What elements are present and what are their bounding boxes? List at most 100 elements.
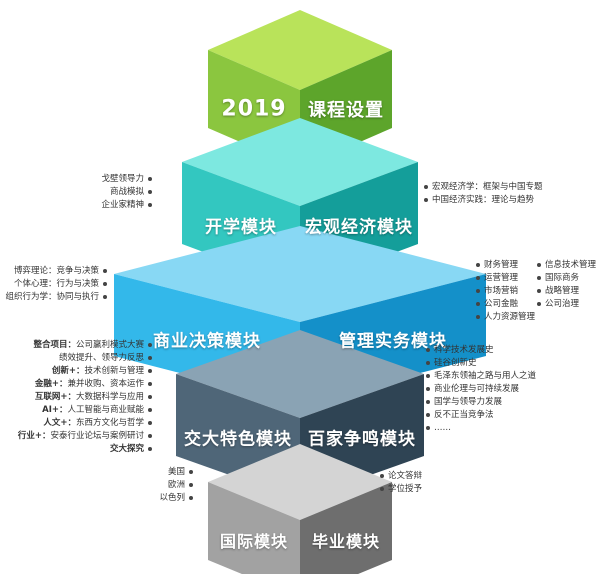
list-item-text: 硅谷创新史 [434, 358, 477, 368]
list-item: 绩效提升、领导力反思 [18, 352, 152, 365]
list-item-text: 兼并收购、资本运作 [67, 379, 144, 389]
list-item: 毛泽东领袖之路与用人之道 [426, 370, 536, 383]
tier4-left-list: 整合项目：公司赢利模式大赛绩效提升、领导力反思创新+：技术创新与管理金融+：兼并… [18, 339, 152, 456]
list-item: 论文答辩 [380, 470, 422, 483]
list-item: 国际商务 [537, 272, 596, 285]
tier-3-right-label: 管理实务模块 [339, 331, 447, 352]
tier3-left-list: 博弈理论：竞争与决策个体心理：行为与决策组织行为学：协同与执行 [5, 265, 107, 304]
list-item-text: 市场营销 [484, 286, 519, 296]
list-item-text: 以色列 [159, 493, 185, 503]
list-item-prefix: 人文+： [43, 418, 76, 428]
list-item-prefix: 整合项目： [33, 340, 76, 350]
list-item-text: 技术创新与管理 [84, 366, 144, 376]
tier-4-right-label: 百家争鸣模块 [308, 429, 416, 450]
tier-5-right-label: 毕业模块 [311, 532, 381, 551]
list-item-text: 个体心理：行为与决策 [13, 279, 99, 289]
list-item-text: 美国 [167, 467, 185, 477]
tier5-left-list: 美国欧洲以色列 [159, 466, 193, 505]
list-item: 信息技术管理 [537, 259, 596, 272]
tier3-right-list-b: 信息技术管理国际商务战略管理公司治理 [537, 259, 596, 311]
tier5-right-list: 论文答辩学位授予 [380, 470, 422, 496]
list-item: 企业家精神 [101, 199, 152, 212]
list-item: 行业+：安泰行业论坛与案例研讨 [18, 430, 152, 443]
list-item: 国学与领导力发展 [426, 396, 536, 409]
tier-4-left-label: 交大特色模块 [184, 429, 292, 450]
list-item-text: 博弈理论：竞争与决策 [13, 266, 99, 276]
list-item-text: 绩效提升、领导力反思 [58, 353, 144, 363]
list-item-text: 组织行为学：协同与执行 [5, 292, 99, 302]
list-item: 组织行为学：协同与执行 [5, 291, 107, 304]
list-item: 商战模拟 [101, 186, 152, 199]
list-item: …… [426, 422, 536, 435]
list-item: 商业伦理与可持续发展 [426, 383, 536, 396]
list-item-text: 财务管理 [484, 260, 519, 270]
tier-5-right-face [300, 482, 392, 574]
tier-2-right-label: 宏观经济模块 [305, 217, 413, 238]
list-item: AI+：人工智能与商业赋能 [18, 404, 152, 417]
list-item-text: 论文答辩 [388, 471, 423, 481]
list-item: 人力资源管理 [476, 311, 535, 324]
list-item-text: 宏观经济学：框架与中国专题 [432, 182, 543, 192]
list-item-text: 人力资源管理 [484, 312, 536, 322]
list-item: 人文+：东西方文化与哲学 [18, 417, 152, 430]
list-item-text: 大数据科学与应用 [75, 392, 144, 402]
list-item-text: 科学技术发展史 [434, 345, 494, 355]
tier2-right-list: 宏观经济学：框架与中国专题中国经济实践：理论与趋势 [424, 181, 543, 207]
list-item-text: 安泰行业论坛与案例研讨 [50, 431, 144, 441]
list-item-prefix: 金融+： [34, 379, 68, 389]
list-item: 科学技术发展史 [426, 344, 536, 357]
list-item: 战略管理 [537, 285, 596, 298]
list-item: 公司治理 [537, 298, 596, 311]
list-item-text: 学位授予 [388, 484, 423, 494]
list-item-text: 运营管理 [484, 273, 519, 283]
list-item: 交大探究 [18, 443, 152, 456]
list-item-text: 东西方文化与哲学 [75, 418, 144, 428]
list-item-text: 欧洲 [167, 480, 185, 490]
list-item: 中国经济实践：理论与趋势 [424, 194, 543, 207]
list-item: 反不正当竞争法 [426, 409, 536, 422]
list-item-text: 戈壁领导力 [101, 174, 144, 184]
tier-2-left-label: 开学模块 [205, 217, 277, 238]
list-item: 学位授予 [380, 483, 422, 496]
list-item-text: 商业伦理与可持续发展 [434, 384, 520, 394]
tier3-right-list-a: 财务管理运营管理市场营销公司金融人力资源管理 [476, 259, 535, 324]
list-item: 欧洲 [159, 479, 193, 492]
list-item: 硅谷创新史 [426, 357, 536, 370]
list-item: 个体心理：行为与决策 [5, 278, 107, 291]
list-item-text: 信息技术管理 [545, 260, 597, 270]
list-item: 运营管理 [476, 272, 535, 285]
list-item-text: 中国经济实践：理论与趋势 [432, 195, 535, 205]
list-item: 创新+：技术创新与管理 [18, 365, 152, 378]
list-item: 博弈理论：竞争与决策 [5, 265, 107, 278]
tier-1-right-label: 课程设置 [308, 100, 384, 121]
list-item-text: 人工智能与商业赋能 [67, 405, 144, 415]
list-item: 整合项目：公司赢利模式大赛 [18, 339, 152, 352]
tier-1-left-label: 2019 [221, 96, 287, 122]
list-item-text: …… [434, 423, 451, 433]
list-item-text: 反不正当竞争法 [434, 410, 494, 420]
list-item-prefix: 交大探究 [109, 444, 144, 454]
tier4-right-list: 科学技术发展史硅谷创新史毛泽东领袖之路与用人之道商业伦理与可持续发展国学与领导力… [426, 344, 536, 435]
tier-5-left-face [208, 482, 300, 574]
list-item: 互联网+：大数据科学与应用 [18, 391, 152, 404]
list-item: 公司金融 [476, 298, 535, 311]
list-item-text: 商战模拟 [109, 187, 144, 197]
list-item-text: 战略管理 [545, 286, 580, 296]
list-item-text: 国际商务 [545, 273, 580, 283]
list-item: 以色列 [159, 492, 193, 505]
tier-3-left-label: 商业决策模块 [153, 331, 261, 352]
list-item-text: 公司治理 [545, 299, 580, 309]
list-item: 财务管理 [476, 259, 535, 272]
list-item-text: 企业家精神 [101, 200, 144, 210]
list-item-text: 公司赢利模式大赛 [75, 340, 144, 350]
tier2-left-list: 戈壁领导力商战模拟企业家精神 [101, 173, 152, 212]
list-item-text: 公司金融 [484, 299, 519, 309]
list-item: 美国 [159, 466, 193, 479]
list-item-prefix: 行业+： [17, 431, 51, 441]
list-item: 市场营销 [476, 285, 535, 298]
tier-5-left-label: 国际模块 [219, 532, 289, 551]
list-item-prefix: 互联网+： [34, 392, 76, 402]
list-item-text: 国学与领导力发展 [434, 397, 503, 407]
list-item: 戈壁领导力 [101, 173, 152, 186]
